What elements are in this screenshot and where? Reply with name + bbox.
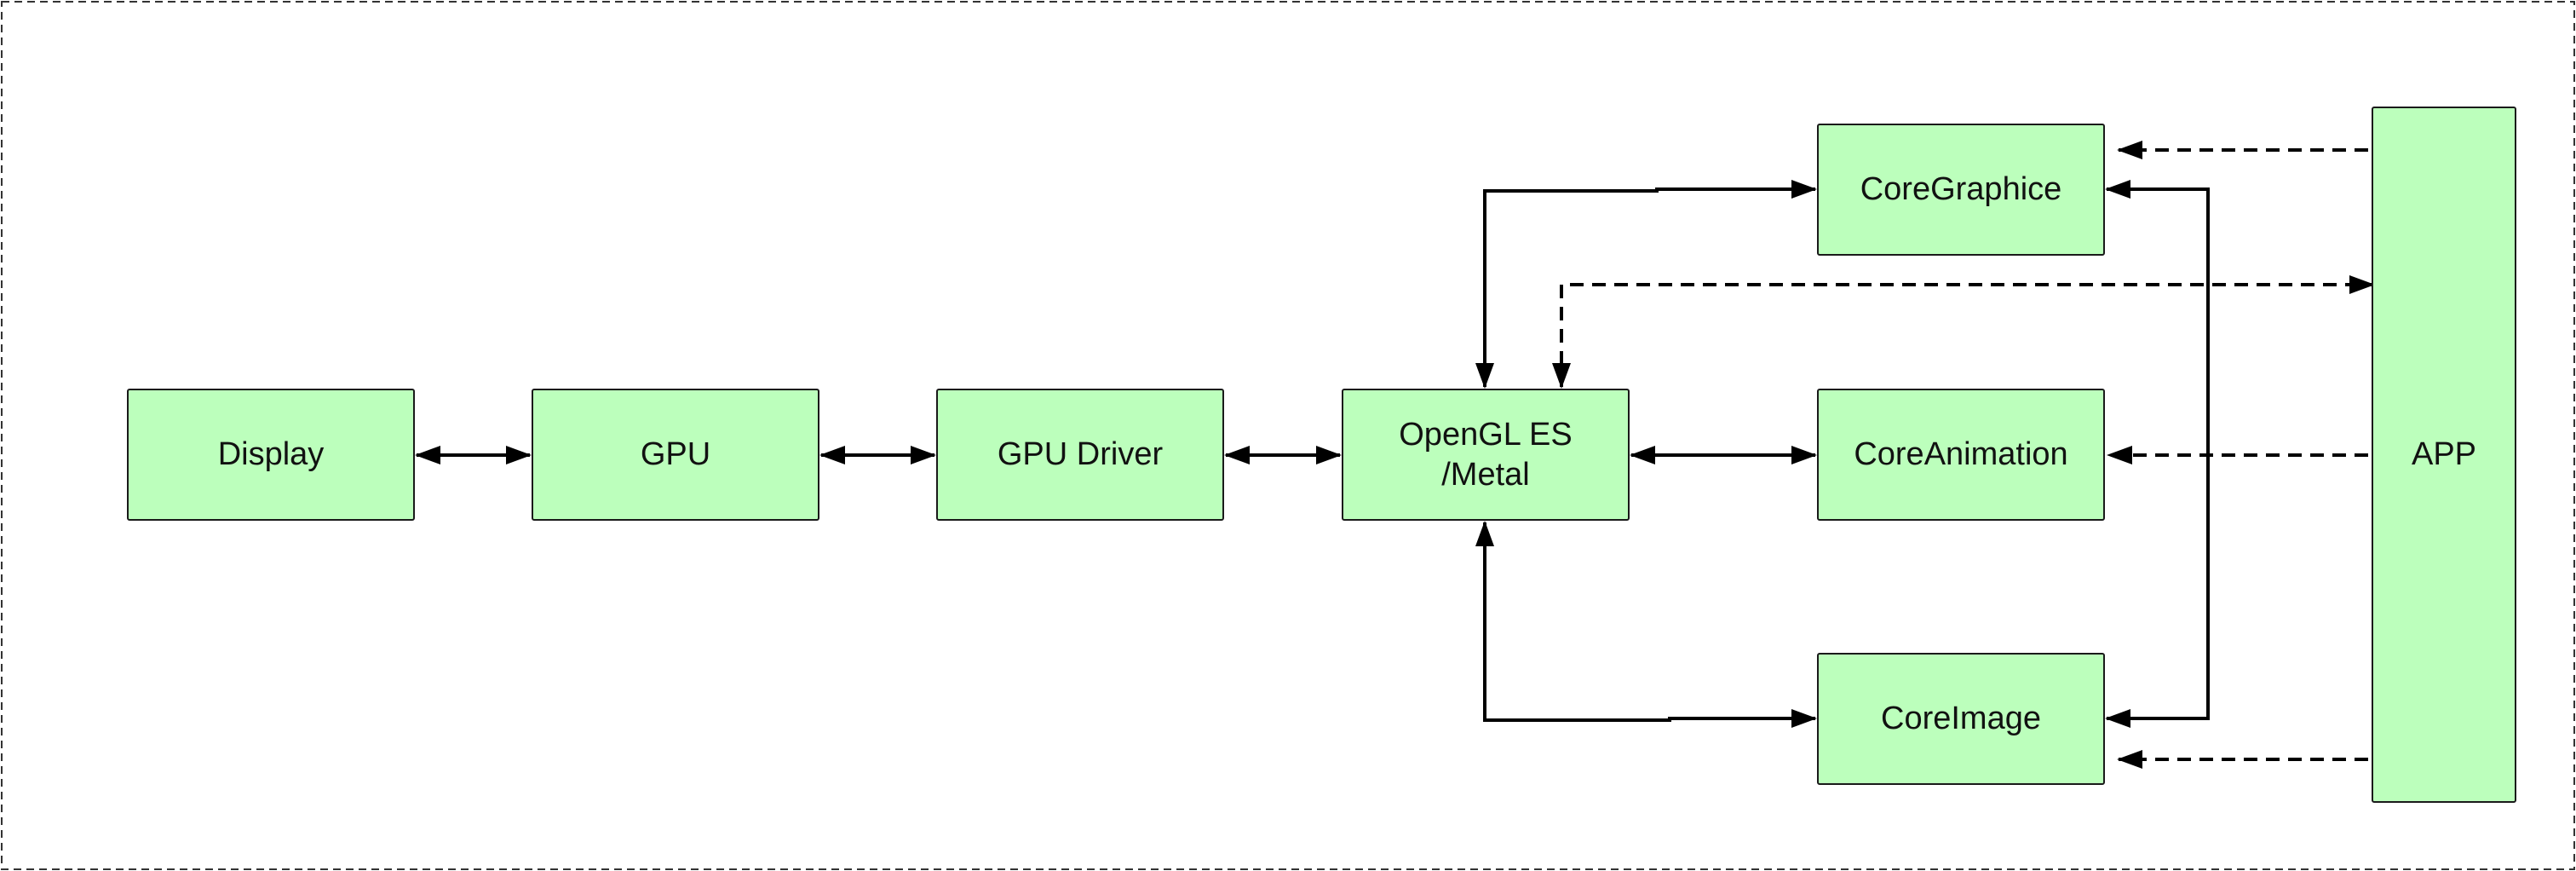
edge-opengl-coregraphice xyxy=(1475,180,1817,389)
node-core-graphice: CoreGraphice xyxy=(1817,124,2105,256)
node-core-image: CoreImage xyxy=(1817,653,2105,785)
node-app: APP xyxy=(2372,107,2516,803)
node-gpu: GPU xyxy=(532,389,819,521)
node-core-animation: CoreAnimation xyxy=(1817,389,2105,521)
edge-opengl-app xyxy=(1552,275,2375,389)
node-gpu-driver: GPU Driver xyxy=(936,389,1224,521)
edge-opengl-coreimage xyxy=(1475,521,1817,728)
node-display: Display xyxy=(127,389,415,521)
node-opengl-metal: OpenGL ES /Metal xyxy=(1342,389,1630,521)
